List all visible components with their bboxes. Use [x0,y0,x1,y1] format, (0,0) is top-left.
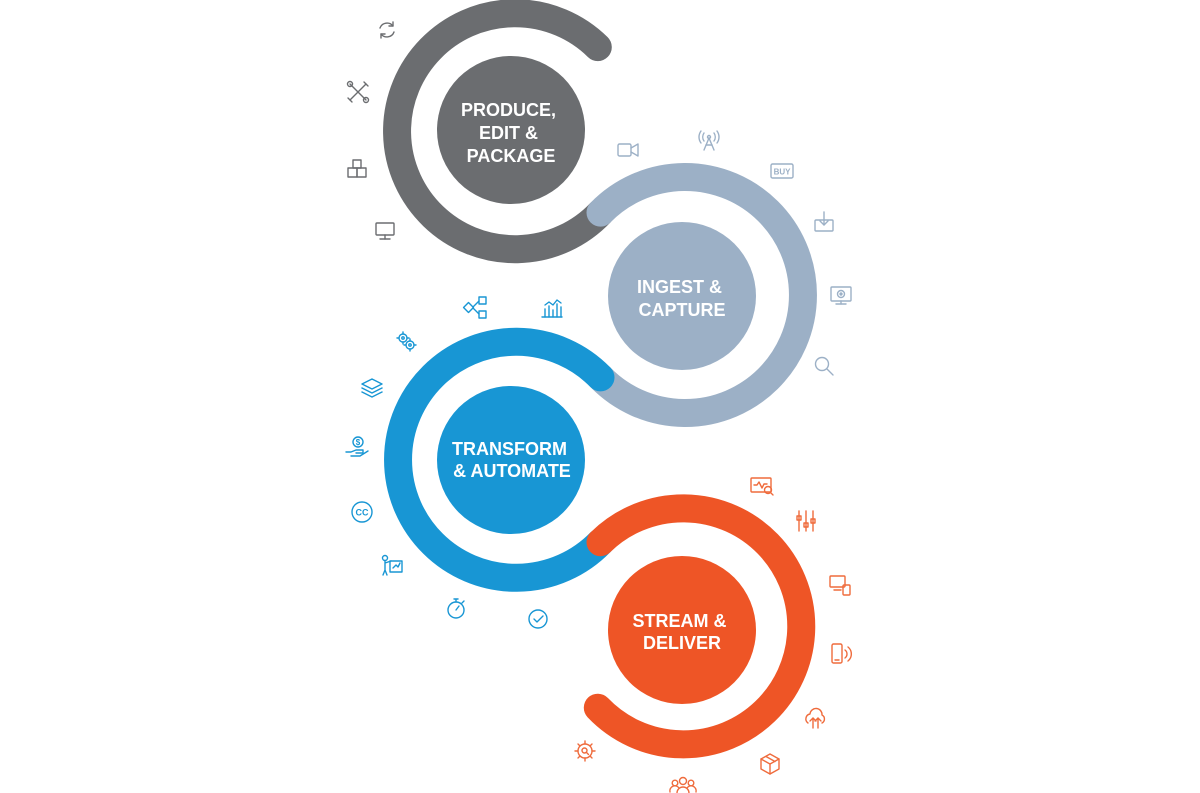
buy-button-icon: BUY [770,163,794,179]
transform-label-line: TRANSFORM [452,439,567,459]
produce-label-line: EDIT & [479,123,538,143]
settings-search-icon [574,740,596,762]
video-camera-icon [617,143,639,157]
stream-disc [608,556,756,704]
layers-icon [361,378,383,398]
search-icon [814,356,834,376]
mobile-signal-icon [831,643,852,664]
stream-ring [583,494,816,759]
display-screen-icon [830,286,852,305]
tools-icon [346,80,370,104]
audience-icon [669,776,697,793]
ingest-label-line: INGEST & [637,277,722,297]
stream-label: STREAM & DELIVER [632,611,731,653]
gears-icon [396,331,417,352]
workflow-shapes-icon [462,296,487,319]
produce-disc [437,56,585,204]
transform-label: TRANSFORM & AUTOMATE [452,439,572,481]
sync-icon [379,21,395,39]
package-blocks-icon [347,159,367,178]
closed-captions-icon: CC [351,501,373,523]
download-tray-icon [814,211,834,232]
ingest-label-line: CAPTURE [638,300,725,320]
buy-text: BUY [774,168,792,177]
produce-label: PRODUCE, EDIT & PACKAGE [461,100,561,166]
ingest-ring [586,163,817,427]
produce-label-line: PRODUCE, [461,100,556,120]
broadcast-tower-icon [698,130,720,151]
stopwatch-icon [447,598,465,619]
presenter-board-icon [381,554,403,576]
stream-label-line: DELIVER [643,633,721,653]
cc-text: CC [356,508,369,518]
transform-disc [437,386,585,534]
produce-label-line: PACKAGE [467,146,556,166]
monitoring-screen-icon [750,477,774,496]
checkmark-circle-icon [528,609,548,629]
monitor-icon [375,222,395,240]
transform-ring [384,327,615,592]
dollar-text: $ [356,438,361,447]
money-hand-icon: $ [345,436,369,457]
cloud-upload-icon [805,707,826,729]
analytics-chart-icon [541,299,563,318]
ingest-disc [608,222,756,370]
transform-label-line: & AUTOMATE [453,461,571,481]
ingest-label: INGEST & CAPTURE [637,277,727,320]
produce-ring [383,0,615,264]
sliders-icon [796,510,816,532]
package-box-icon [760,753,780,775]
stream-label-line: STREAM & [632,611,726,631]
multi-device-icon [829,575,851,596]
